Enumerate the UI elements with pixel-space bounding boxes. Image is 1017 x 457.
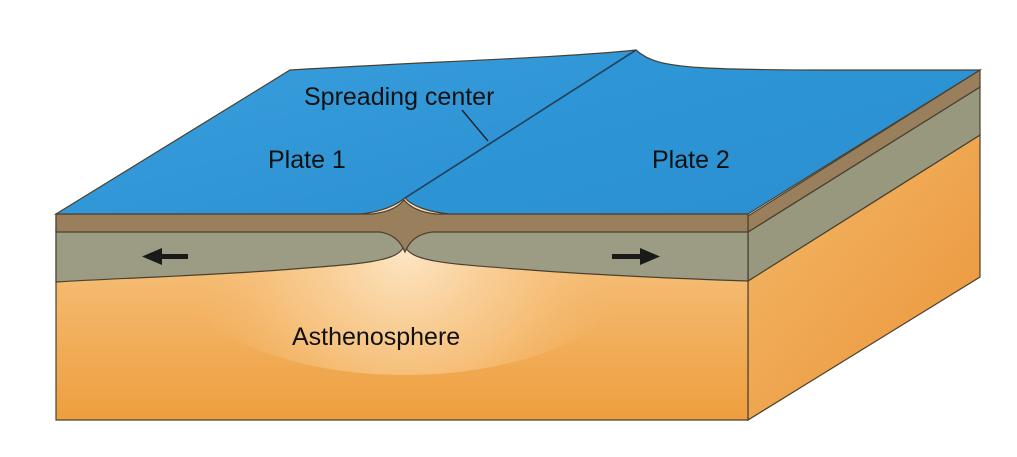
left-arrow-icon: [142, 248, 188, 265]
spreading-center-leader-line: [461, 109, 489, 142]
plate-2-label: Plate 2: [652, 146, 730, 174]
front-crust-layer: [55, 199, 749, 254]
plate-1-label: Plate 1: [268, 146, 346, 174]
spreading-center-label: Spreading center: [304, 83, 494, 111]
plate-1-seafloor: [53, 49, 637, 215]
plate-2-seafloor: [404, 49, 983, 215]
ridge-crest-line: [404, 49, 637, 199]
right-arrow-icon: [612, 248, 660, 265]
asthenosphere-label: Asthenosphere: [292, 323, 460, 351]
